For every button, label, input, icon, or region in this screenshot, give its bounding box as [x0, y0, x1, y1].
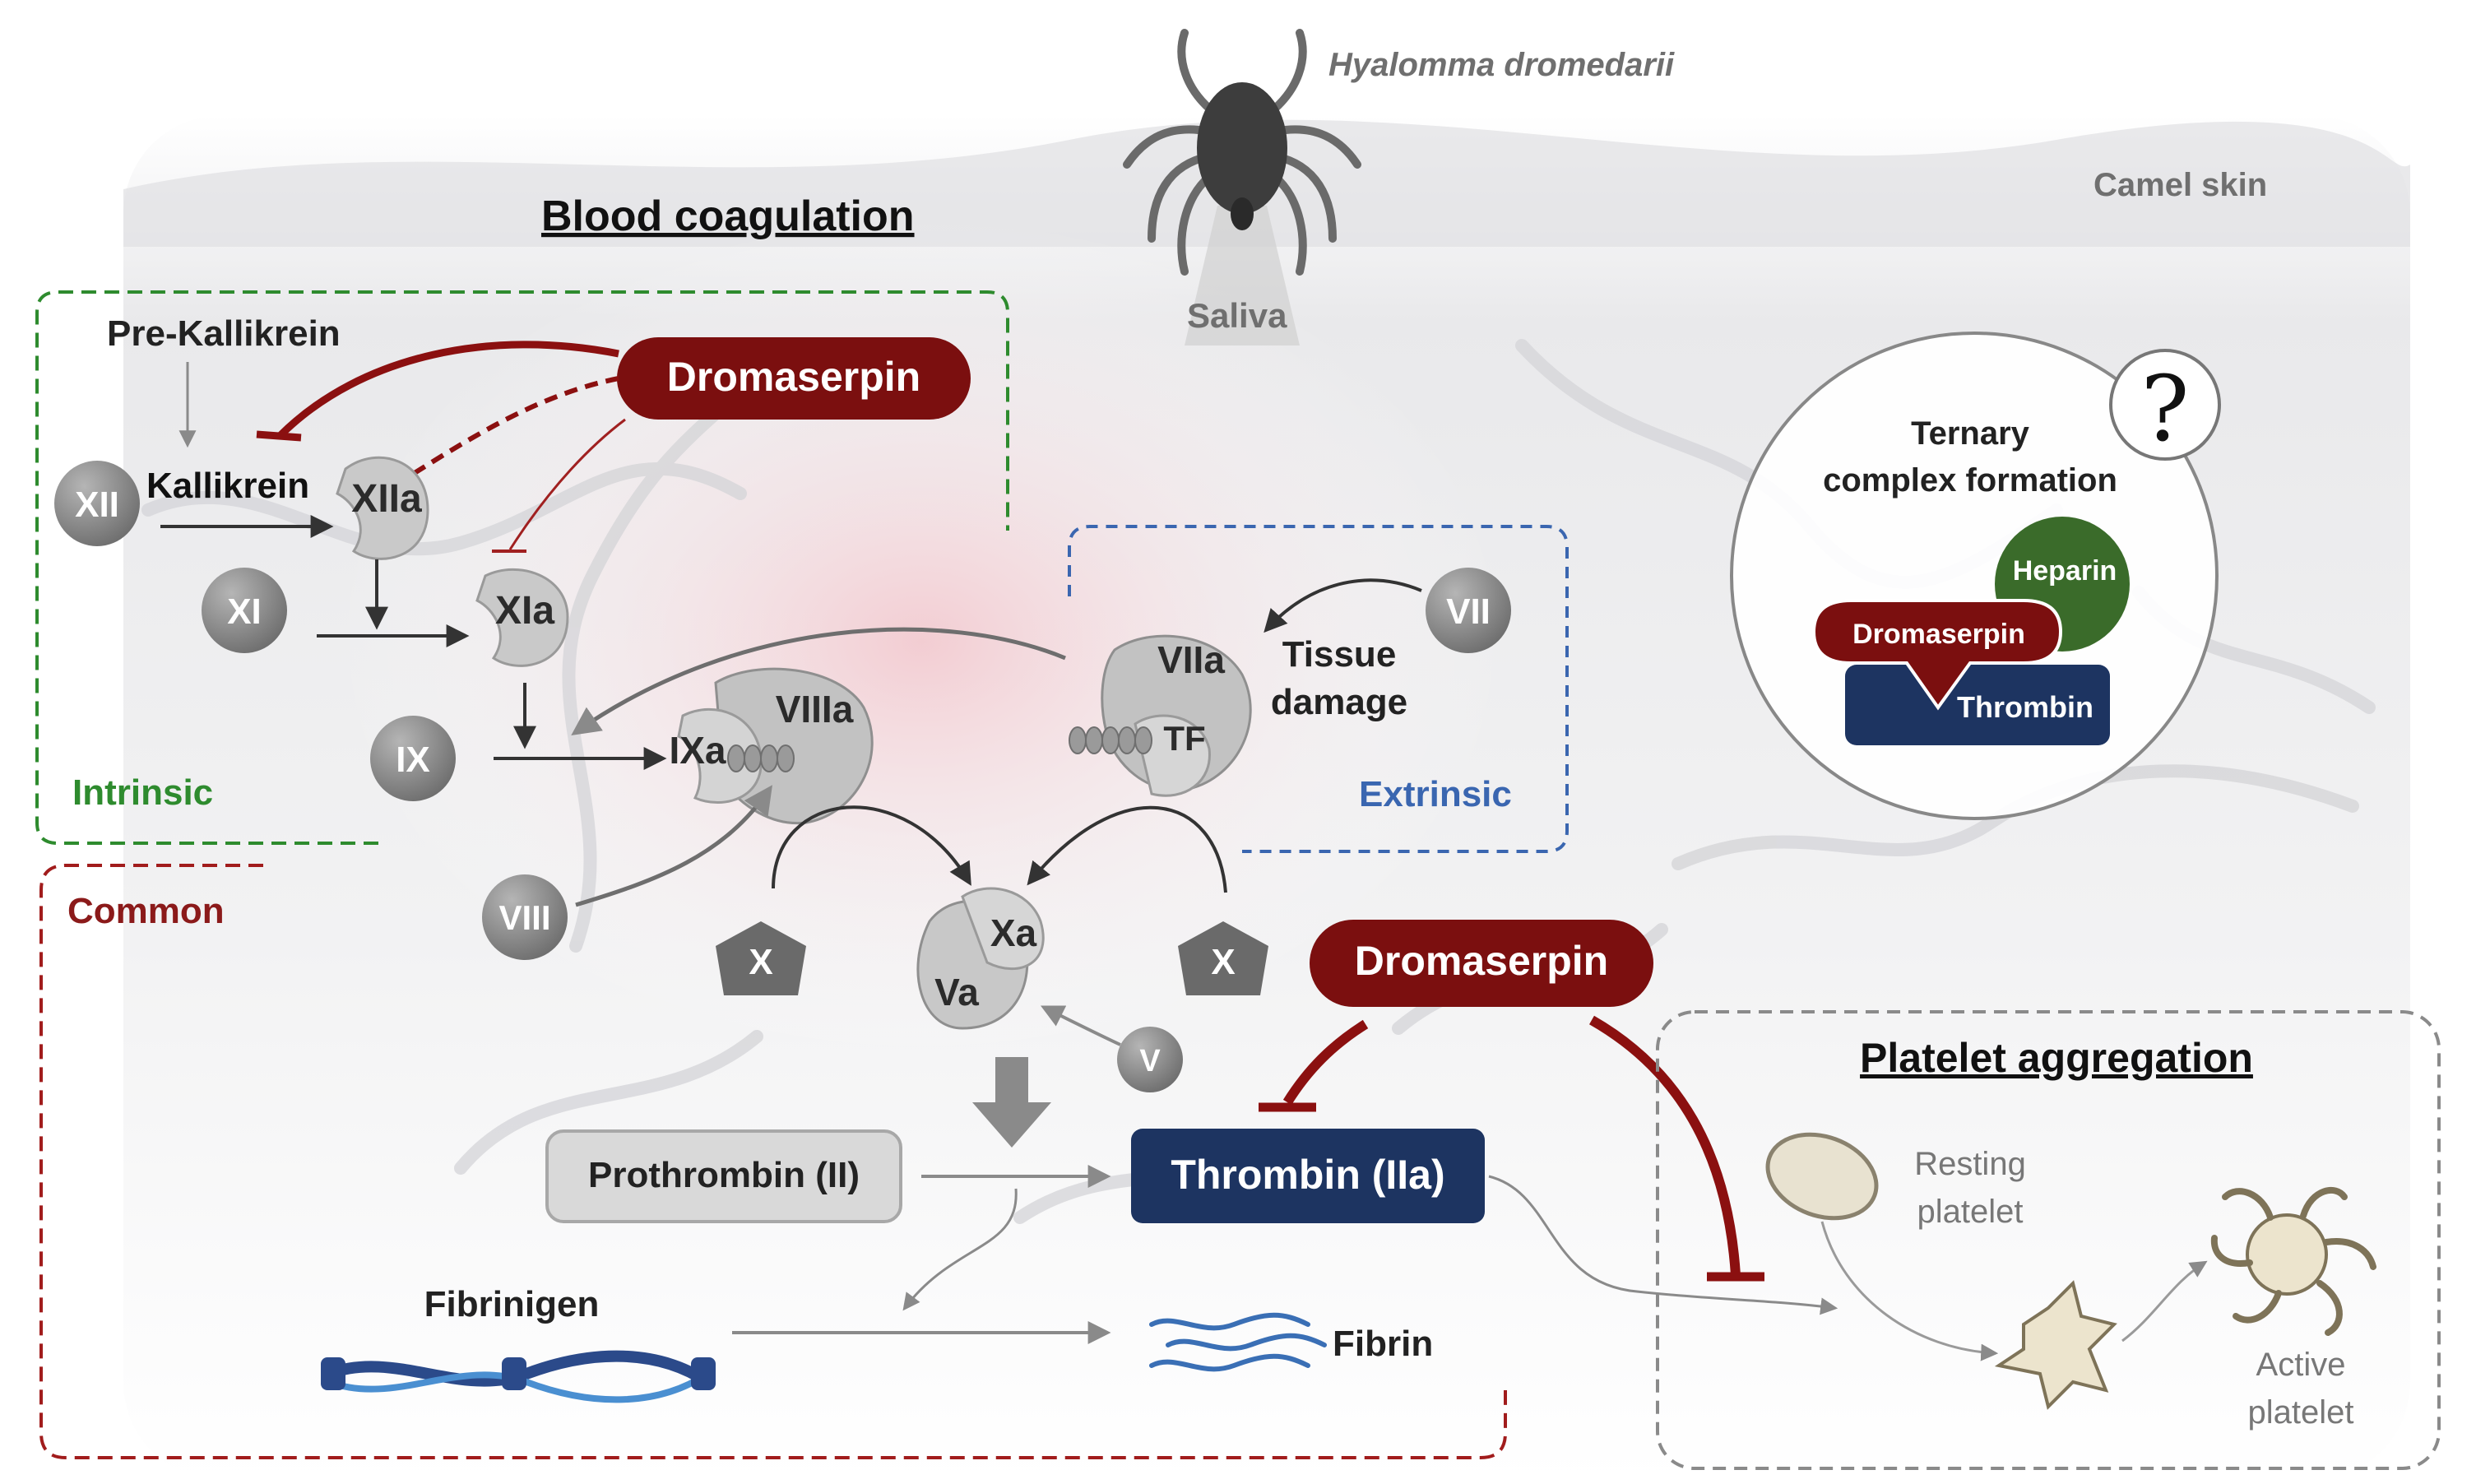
active-label-1: Active — [2256, 1347, 2346, 1383]
resting-platelet-icon — [1765, 1132, 1879, 1221]
factor-x-right: X — [1178, 921, 1268, 995]
svg-text:Dromaserpin: Dromaserpin — [1355, 938, 1608, 984]
extrinsic-label: Extrinsic — [1359, 774, 1512, 814]
svg-text:X: X — [1211, 942, 1235, 982]
activating-platelet-icon — [1994, 1280, 2117, 1410]
svg-text:Xa: Xa — [990, 911, 1037, 954]
factor-xii: XII — [54, 461, 140, 546]
skin-label: Camel skin — [2093, 167, 2267, 203]
tissue-damage-line1: Tissue — [1282, 634, 1397, 675]
active-platelet-icon — [2210, 1187, 2376, 1336]
factor-vii: VII — [1426, 568, 1511, 653]
dromaserpin-middle-pill: Dromaserpin — [1310, 920, 1653, 1007]
saliva-label: Saliva — [1187, 296, 1287, 335]
svg-text:IX: IX — [396, 740, 430, 780]
svg-text:Thrombin (IIa): Thrombin (IIa) — [1171, 1152, 1444, 1198]
svg-text:Dromaserpin: Dromaserpin — [667, 354, 920, 400]
svg-text:XI: XI — [227, 591, 262, 632]
ternary-dromaserpin-label: Dromaserpin — [1852, 619, 2025, 650]
fibrinogen-icon — [321, 1350, 716, 1403]
ternary-title-line1: Ternary — [1911, 415, 2030, 452]
fibrinogen-label: Fibrinigen — [424, 1284, 600, 1324]
platelet-box — [1656, 1010, 2441, 1470]
svg-text:X: X — [749, 942, 772, 982]
tick-icon — [1123, 29, 1361, 345]
platelet-title: Platelet aggregation — [1860, 1035, 2253, 1081]
thrombin-box: Thrombin (IIa) — [1131, 1129, 1485, 1223]
intrinsic-box — [35, 290, 1009, 845]
complex-viia-tf: VIIa TF — [1069, 634, 1252, 797]
svg-text:Prothrombin (II): Prothrombin (II) — [588, 1155, 860, 1195]
ternary-title-line2: complex formation — [1823, 462, 2117, 499]
kallikrein-label: Kallikrein — [146, 466, 309, 506]
svg-text:TF: TF — [1163, 719, 1205, 758]
common-label: Common — [67, 891, 225, 931]
svg-text:VIII: VIII — [498, 898, 550, 937]
svg-text:VIIIa: VIIIa — [776, 688, 854, 730]
factor-viii: VIII — [482, 874, 568, 960]
ternary-complex-panel: Ternary complex formation Heparin Thromb… — [1730, 332, 2219, 820]
factor-ix: IX — [370, 716, 456, 801]
extrinsic-box — [1068, 525, 1569, 853]
fibrin-label: Fibrin — [1333, 1324, 1433, 1364]
svg-text:XIa: XIa — [495, 589, 554, 633]
factor-xi: XI — [202, 568, 287, 653]
complex-xa-va: Xa Va — [916, 887, 1045, 1030]
big-down-arrow — [972, 1057, 1051, 1148]
svg-text:XIIa: XIIa — [351, 477, 422, 521]
factor-x-left: X — [716, 921, 806, 995]
factor-v: V — [1117, 1027, 1183, 1092]
svg-text:XII: XII — [75, 485, 119, 525]
intrinsic-label: Intrinsic — [72, 772, 213, 813]
svg-text:IXa: IXa — [669, 729, 726, 772]
complex-ixa-viiia: IXa VIIIa — [669, 667, 874, 825]
prekallikrein-label: Pre-Kallikrein — [107, 313, 341, 354]
resting-label-1: Resting — [1914, 1146, 2026, 1182]
factor-xia: XIa — [475, 568, 569, 667]
svg-text:VII: VII — [1446, 591, 1491, 632]
prothrombin-box: Prothrombin (II) — [545, 1129, 902, 1223]
species-name: Hyalomma dromedarii — [1328, 47, 1675, 83]
svg-text:VIIa: VIIa — [1157, 638, 1225, 681]
common-box — [39, 864, 1507, 1459]
factor-xiia: XIIa — [336, 456, 429, 560]
active-label-2: platelet — [2248, 1394, 2354, 1431]
fibrin-icon — [1149, 1312, 1327, 1372]
svg-text:Va: Va — [934, 971, 979, 1013]
svg-text:?: ? — [2141, 356, 2190, 461]
resting-label-2: platelet — [1917, 1194, 2024, 1230]
ternary-thrombin-label: Thrombin — [1957, 690, 2093, 724]
tissue-damage-line2: damage — [1271, 682, 1407, 722]
coagulation-title: Blood coagulation — [541, 192, 915, 240]
dromaserpin-top-pill: Dromaserpin — [617, 337, 971, 420]
question-badge: ? — [2109, 349, 2221, 461]
svg-text:V: V — [1139, 1044, 1161, 1078]
heparin-label: Heparin — [2013, 555, 2117, 587]
